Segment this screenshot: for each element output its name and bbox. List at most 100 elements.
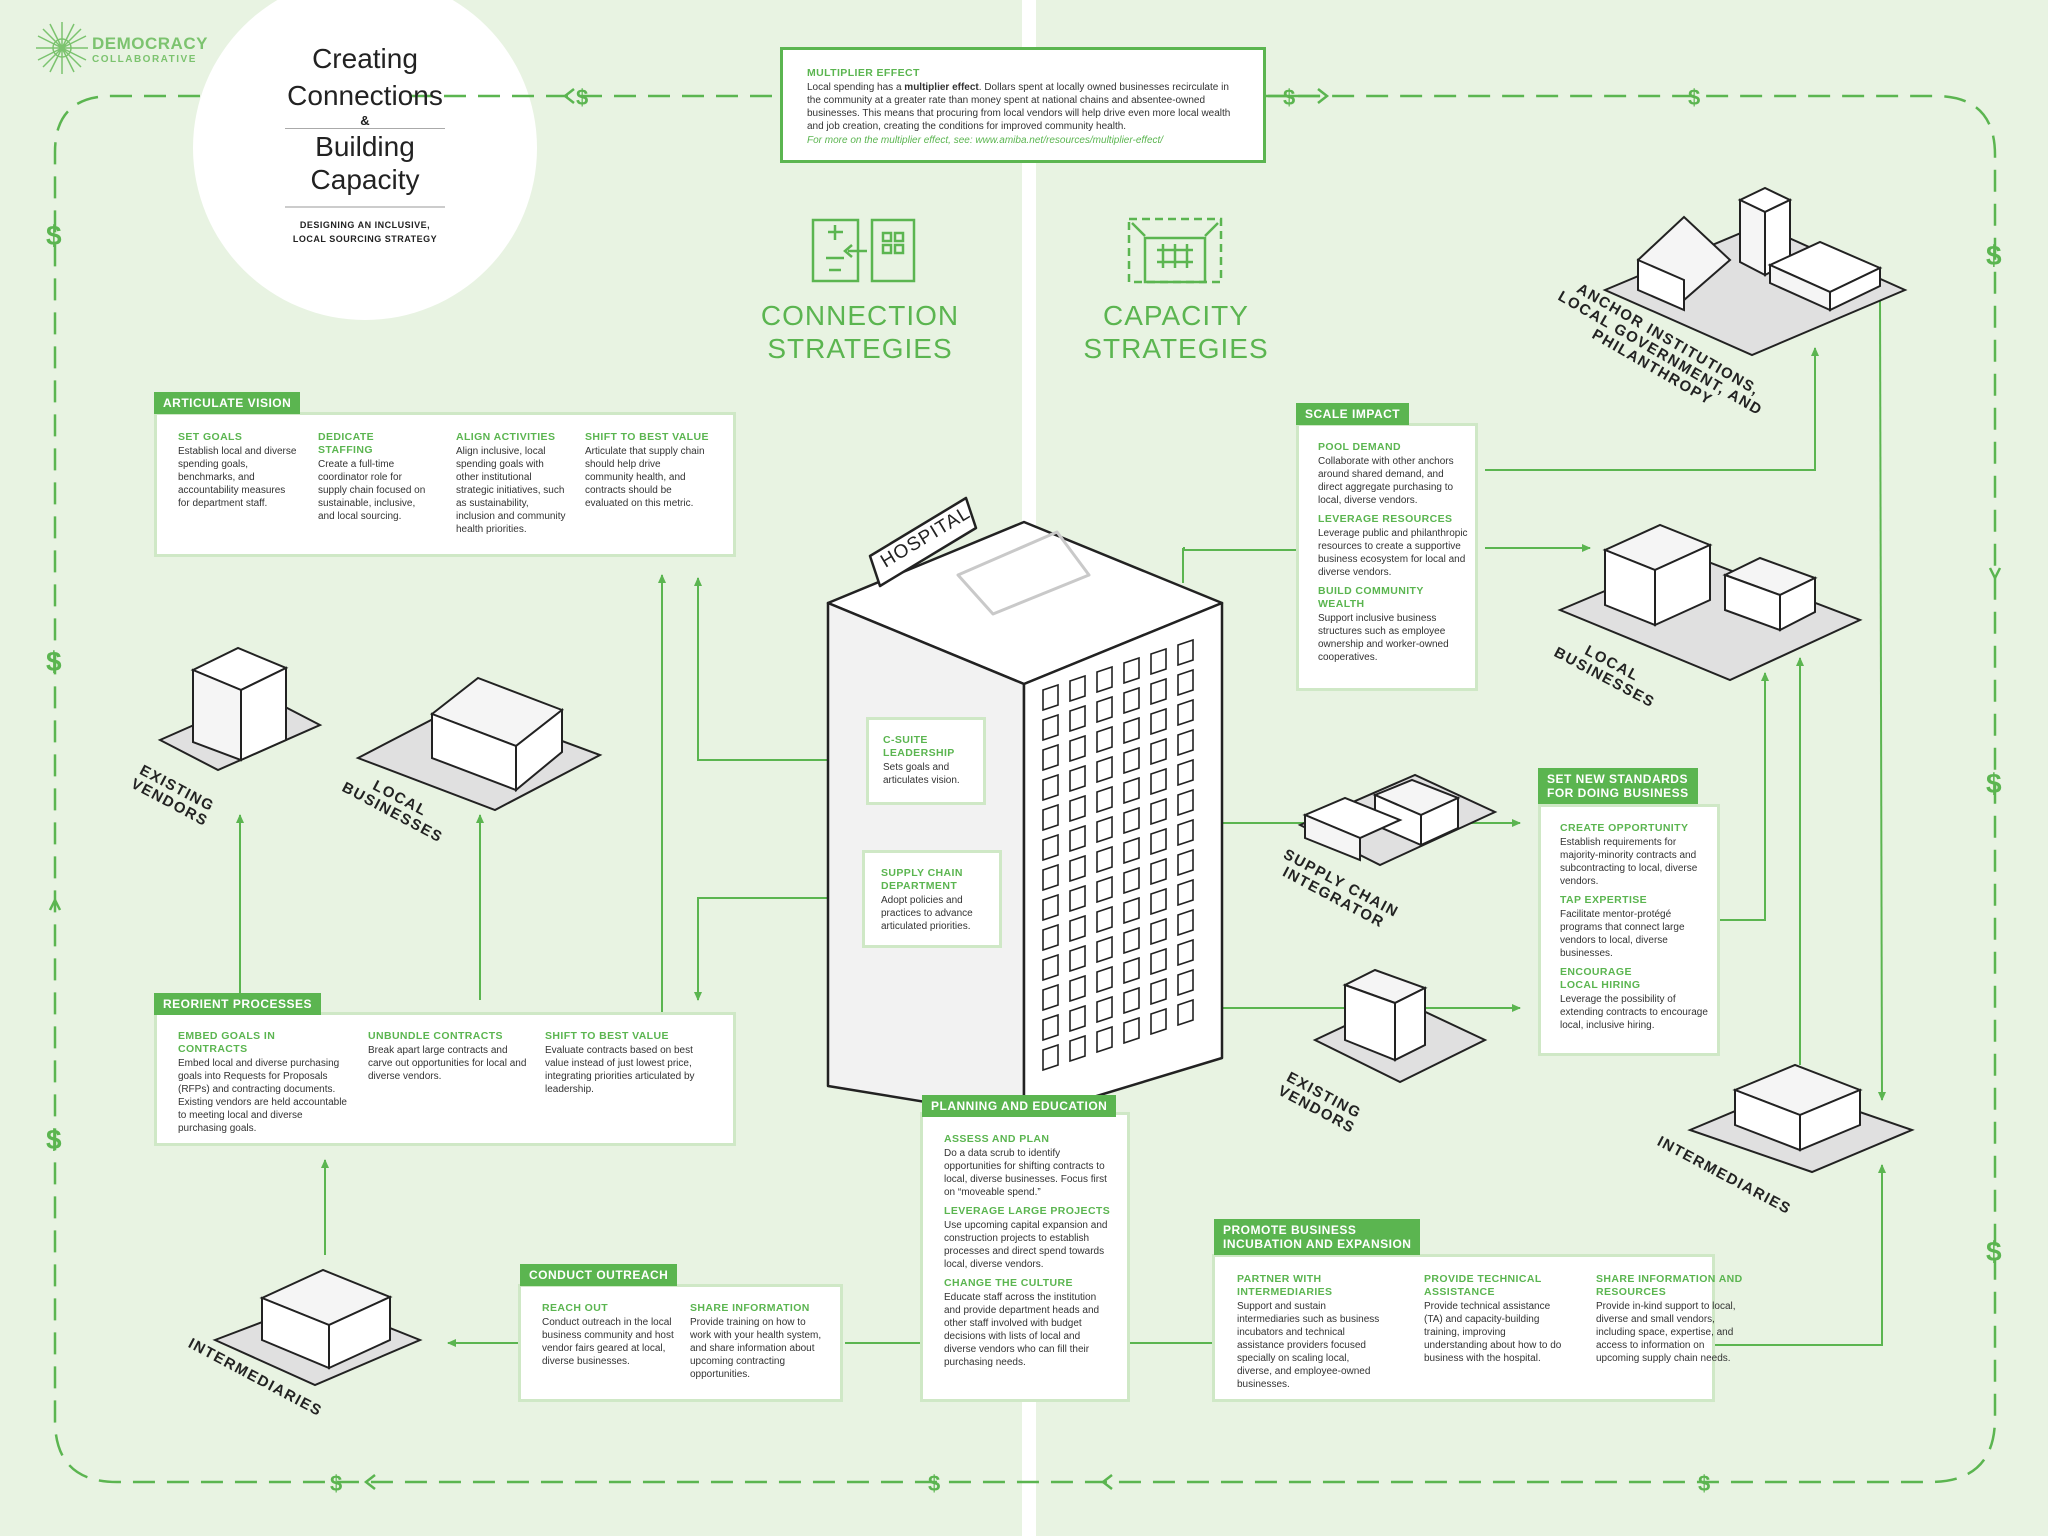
co-reach-out: REACH OUT Conduct outreach in the local … bbox=[542, 1302, 674, 1368]
sns-tap-text: Facilitate mentor-protégé programs that … bbox=[1560, 909, 1685, 959]
hospital-window bbox=[1123, 656, 1140, 685]
hospital-window bbox=[1069, 704, 1086, 733]
hospital-window bbox=[1096, 1025, 1113, 1054]
sns-hiring-text: Leverage the possibility of extending co… bbox=[1560, 994, 1708, 1031]
av-align-activities-heading: ALIGN ACTIVITIES bbox=[456, 431, 556, 443]
multiplier-text: Local spending has a multiplier effect. … bbox=[807, 81, 1241, 133]
hospital-window bbox=[1150, 947, 1167, 976]
promote-business-tag: PROMOTE BUSINESS INCUBATION AND EXPANSIO… bbox=[1214, 1219, 1421, 1255]
hospital-window bbox=[1150, 827, 1167, 856]
hospital-window bbox=[1177, 968, 1194, 997]
hospital-window bbox=[1150, 737, 1167, 766]
hospital-window bbox=[1042, 923, 1059, 952]
hospital-window bbox=[1177, 668, 1194, 697]
si-pool-heading: POOL DEMAND bbox=[1318, 441, 1401, 453]
rp-embed-goals-text: Embed local and diverse purchasing goals… bbox=[178, 1058, 347, 1134]
hospital-window bbox=[1042, 773, 1059, 802]
existing-vendors-right-building bbox=[1312, 968, 1488, 1084]
si-leverage-heading: LEVERAGE RESOURCES bbox=[1318, 513, 1453, 525]
reorient-processes-tag: REORIENT PROCESSES bbox=[154, 993, 322, 1015]
hospital-window bbox=[1042, 803, 1059, 832]
reorient-processes-box bbox=[154, 1012, 736, 1146]
hospital-window bbox=[1096, 845, 1113, 874]
hospital-window bbox=[1069, 674, 1086, 703]
logo-line2: COLLABORATIVE bbox=[92, 54, 197, 65]
hospital-window bbox=[1096, 815, 1113, 844]
si-pool-text: Collaborate with other anchors around sh… bbox=[1318, 456, 1454, 506]
av-shift-best-value: SHIFT TO BEST VALUE Articulate that supp… bbox=[585, 431, 710, 510]
title-line3: Building bbox=[285, 128, 445, 164]
hospital-window bbox=[1069, 1004, 1086, 1033]
planning-education-box bbox=[920, 1112, 1130, 1402]
hospital-window bbox=[1177, 728, 1194, 757]
hospital-window bbox=[1150, 857, 1167, 886]
hospital-window bbox=[1150, 767, 1167, 796]
hospital-window bbox=[1123, 686, 1140, 715]
hospital-window bbox=[1069, 734, 1086, 763]
hospital-window bbox=[1177, 878, 1194, 907]
pe-assess-heading: ASSESS AND PLAN bbox=[944, 1133, 1050, 1145]
hospital-window bbox=[1069, 764, 1086, 793]
connector-lines bbox=[236, 299, 1886, 1347]
hospital-window bbox=[1096, 695, 1113, 724]
hospital-windows bbox=[1042, 638, 1194, 1072]
rp-shift-best-value-text: Evaluate contracts based on best value i… bbox=[545, 1045, 695, 1095]
connection-strategies-icon bbox=[811, 218, 916, 283]
capacity-line1: CAPACITY bbox=[1103, 300, 1249, 331]
hospital-window bbox=[1069, 824, 1086, 853]
hospital-window bbox=[1069, 1034, 1086, 1063]
co-reach-out-text: Conduct outreach in the local business c… bbox=[542, 1317, 674, 1367]
hospital-window bbox=[1096, 755, 1113, 784]
promote-business-tag-line2: INCUBATION AND EXPANSION bbox=[1223, 1237, 1412, 1251]
hospital-window bbox=[1150, 917, 1167, 946]
promote-business-tag-line1: PROMOTE BUSINESS bbox=[1223, 1223, 1357, 1237]
multiplier-link[interactable]: For more on the multiplier effect, see: … bbox=[807, 135, 1164, 146]
title-line2: Connections bbox=[287, 80, 443, 111]
hospital-window bbox=[1069, 794, 1086, 823]
conduct-outreach-box bbox=[518, 1284, 843, 1402]
title-circle bbox=[193, 0, 537, 320]
hospital-window bbox=[1042, 743, 1059, 772]
hospital-window bbox=[1150, 887, 1167, 916]
av-dedicate-staffing-text: Create a full-time coordinator role for … bbox=[318, 459, 426, 522]
sns-create-text: Establish requirements for majority-mino… bbox=[1560, 837, 1698, 887]
hospital-window bbox=[1177, 848, 1194, 877]
articulate-vision-tag: ARTICULATE VISION bbox=[154, 392, 301, 414]
dollar-icon: $ bbox=[330, 1471, 343, 1496]
rp-shift-best-value-heading: SHIFT TO BEST VALUE bbox=[545, 1030, 669, 1042]
money-flow-arrows bbox=[48, 88, 2002, 1490]
si-items: POOL DEMAND Collaborate with other ancho… bbox=[1318, 441, 1468, 664]
pb-partner-heading: PARTNER WITH INTERMEDIARIES bbox=[1237, 1273, 1333, 1298]
av-dedicate-staffing-heading: DEDICATE STAFFING bbox=[318, 431, 375, 456]
multiplier-effect-box: MULTIPLIER EFFECT Local spending has a m… bbox=[780, 47, 1266, 163]
hospital-window bbox=[1096, 905, 1113, 934]
av-shift-best-value-heading: SHIFT TO BEST VALUE bbox=[585, 431, 709, 443]
connection-line2: STRATEGIES bbox=[767, 333, 953, 364]
hospital-building bbox=[826, 496, 1224, 1120]
hospital-window bbox=[1123, 926, 1140, 955]
rp-unbundle: UNBUNDLE CONTRACTS Break apart large con… bbox=[368, 1030, 528, 1083]
dollar-icon: $ bbox=[928, 1471, 941, 1496]
capacity-line2: STRATEGIES bbox=[1083, 333, 1269, 364]
rp-unbundle-heading: UNBUNDLE CONTRACTS bbox=[368, 1030, 503, 1042]
co-share-information-heading: SHARE INFORMATION bbox=[690, 1302, 810, 1314]
dollar-icon: $ bbox=[1986, 240, 2002, 271]
local-businesses-left-building bbox=[355, 676, 603, 812]
supply-chain-dept-heading: SUPPLY CHAIN DEPARTMENT bbox=[881, 867, 963, 892]
logo-line1: DEMOCRACY bbox=[92, 34, 208, 53]
av-set-goals-text: Establish local and diverse spending goa… bbox=[178, 446, 297, 509]
planning-education-tag: PLANNING AND EDUCATION bbox=[922, 1095, 1117, 1117]
set-new-standards-box bbox=[1538, 804, 1720, 1056]
hospital-window bbox=[1096, 665, 1113, 694]
hospital-window bbox=[1177, 758, 1194, 787]
hospital-window bbox=[1069, 974, 1086, 1003]
pb-technical-heading: PROVIDE TECHNICAL ASSISTANCE bbox=[1424, 1273, 1542, 1298]
si-wealth-heading: BUILD COMMUNITY WEALTH bbox=[1318, 585, 1424, 610]
title-subtitle1: DESIGNING AN INCLUSIVE, bbox=[299, 220, 431, 230]
rp-embed-goals: EMBED GOALS IN CONTRACTS Embed local and… bbox=[178, 1030, 348, 1135]
co-reach-out-heading: REACH OUT bbox=[542, 1302, 609, 1314]
csuite-text: Sets goals and articulates vision. bbox=[883, 762, 960, 786]
set-new-standards-tag-line1: SET NEW STANDARDS bbox=[1547, 772, 1688, 786]
intermediaries-right-building bbox=[1687, 1063, 1915, 1174]
hospital-window bbox=[1123, 986, 1140, 1015]
